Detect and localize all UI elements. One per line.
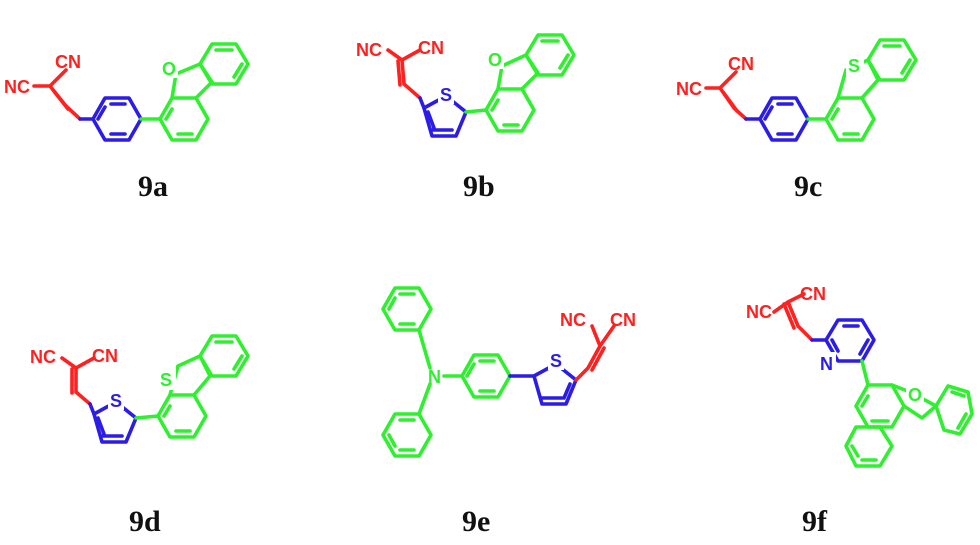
dicyanovinyl-group-9c: NC CN [676,54,754,121]
dicyanovinyl-group-9b: NC CN [356,38,444,100]
nc-label-9f: NC [746,302,772,322]
dibenzofuran-donor-9a: O [139,42,250,142]
compound-9d: NC CN S S 9d [30,334,250,538]
nc-label-9c: NC [676,79,702,99]
dibenzothiophene-donor-9d: S [134,334,250,439]
compound-label-9a: 9a [138,170,168,203]
phenyl-bridge-9c [744,96,810,142]
thiophene-bridge-9d: S [88,390,138,444]
thiophene-bridge-9e: S [508,350,578,406]
s-label-9e: S [550,351,562,371]
nc-label-9d: NC [30,347,56,367]
n-label-9f: N [820,354,833,374]
dicyanovinyl-group-9f: NC CN [746,284,826,342]
n-label-9e: N [428,367,441,387]
compound-label-9f: 9f [802,505,828,538]
s-label-9c: S [848,56,860,76]
o-label-9b: O [488,50,502,70]
o-label-9a: O [162,59,176,79]
compound-label-9e: 9e [462,505,490,538]
s-label-9d: S [110,391,122,411]
dicyanovinyl-group-9d: NC CN [30,346,118,406]
compound-9c: NC CN S 9c [676,38,918,203]
compound-9a: NC CN O 9a [4,42,250,203]
dicyanovinyl-group-9a: NC CN [4,52,82,121]
cn-label-9e: CN [610,310,636,330]
thiophene-bridge-9b: S [418,84,468,138]
dicyanovinyl-group-9e: NC CN [560,310,636,382]
cn-label-9b: CN [418,38,444,58]
compound-label-9c: 9c [794,170,822,203]
compound-9e: N S NC CN 9e [381,286,636,538]
compound-label-9b: 9b [463,170,495,203]
dibenzofuran-donor-9b: O [464,33,576,133]
compound-9b: NC CN S O 9b [356,33,576,203]
triphenylamine-donor-9e: N [381,286,512,458]
s-label-9b: S [440,85,452,105]
compound-9f: NC CN N O 9f [746,284,974,538]
compound-label-9d: 9d [129,505,161,538]
dibenzofuran-donor-9f: O [844,359,974,468]
dibenzothiophene-donor-9c: S [806,38,918,142]
cn-label-9d: CN [92,346,118,366]
cn-label-9f: CN [800,284,826,304]
nc-label-9e: NC [560,310,586,330]
s-label-9d: S [160,370,172,390]
cn-label-9c: CN [728,54,754,74]
nc-label-9a: NC [4,77,30,97]
o-label-9f: O [908,385,922,405]
cn-label-9a: CN [55,52,81,72]
nc-label-9b: NC [356,40,382,60]
phenyl-bridge-9a [78,96,143,142]
pyridine-bridge-9f: N [810,318,876,374]
